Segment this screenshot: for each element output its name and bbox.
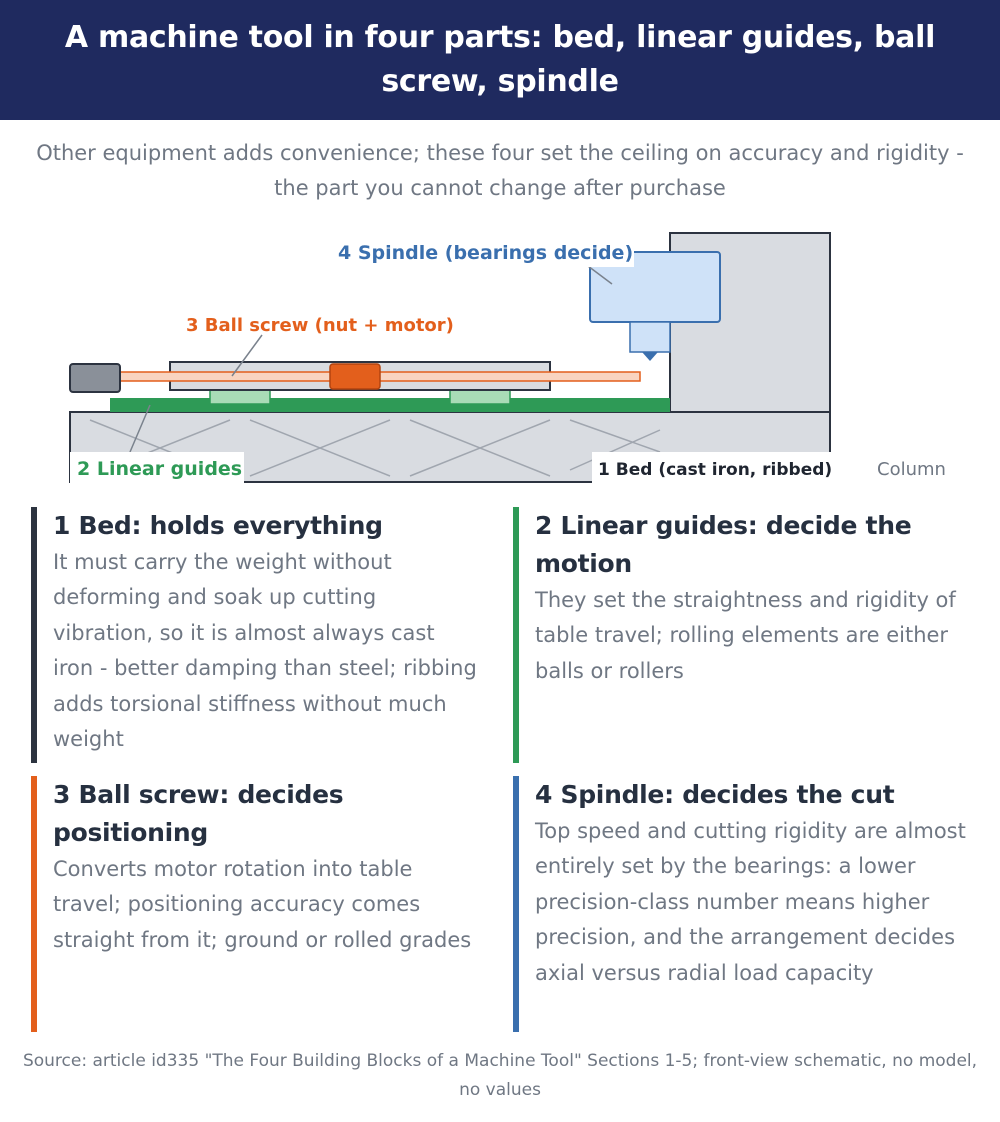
label-bed: 1 Bed (cast iron, ribbed)	[598, 460, 832, 480]
card-linear-guides: 2 Linear guides: decide the motion They …	[513, 507, 973, 763]
label-column: Column	[877, 459, 946, 480]
page-title: A machine tool in four parts: bed, linea…	[64, 20, 936, 99]
label-spindle: 4 Spindle (bearings decide)	[338, 242, 633, 264]
source-note: Source: article id335 "The Four Building…	[22, 1051, 978, 1100]
guide-carriage	[449, 389, 511, 405]
spindle-tool	[642, 352, 658, 361]
linear-guide-rail	[110, 398, 670, 412]
card-ball-screw: 3 Ball screw: decides positioning Conver…	[31, 776, 481, 1032]
leader-ball-screw	[231, 334, 263, 377]
card-spindle: 4 Spindle: decides the cut Top speed and…	[513, 776, 973, 1032]
machine-tool-schematic: 4 Spindle (bearings decide) 3 Ball screw…	[69, 232, 946, 484]
card-title: 1 Bed: holds everything	[53, 511, 383, 540]
ball-screw-nut	[329, 363, 381, 390]
card-bed: 1 Bed: holds everything It must carry th…	[31, 507, 481, 763]
label-linear-guides: 2 Linear guides	[77, 458, 242, 480]
motor	[69, 363, 121, 393]
guide-carriage	[209, 389, 271, 405]
card-title: 4 Spindle: decides the cut	[535, 780, 895, 809]
header-banner: A machine tool in four parts: bed, linea…	[0, 0, 1000, 120]
card-title: 2 Linear guides: decide the motion	[535, 511, 912, 578]
card-body: It must carry the weight without deformi…	[53, 550, 477, 752]
card-body: They set the straightness and rigidity o…	[535, 588, 956, 683]
spindle-nose	[629, 321, 671, 353]
card-body: Converts motor rotation into table trave…	[53, 857, 472, 952]
card-body: Top speed and cutting rigidity are almos…	[535, 819, 966, 985]
label-ball-screw: 3 Ball screw (nut + motor)	[186, 315, 454, 336]
card-title: 3 Ball screw: decides positioning	[53, 780, 344, 847]
leader-spindle	[587, 265, 613, 285]
page-subtitle: Other equipment adds convenience; these …	[36, 141, 964, 200]
leader-linear-guides	[129, 404, 151, 453]
